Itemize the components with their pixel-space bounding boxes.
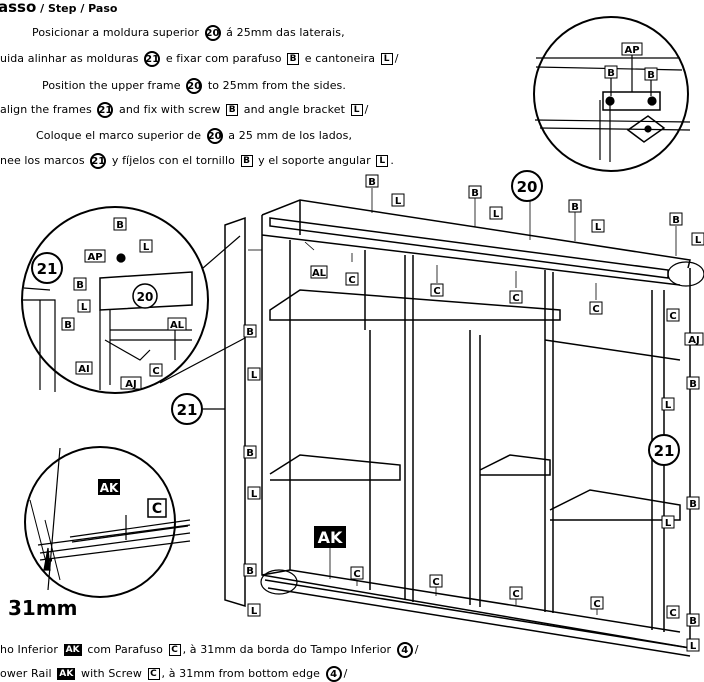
label-screw-b: B [689, 616, 697, 627]
label-frame-20: 20 [137, 290, 154, 304]
side-panel-21 [203, 216, 246, 608]
label-screw-b: B [672, 215, 680, 226]
instruction-pt-1: Posicionar a moldura superior 20 á 25mm … [32, 25, 345, 41]
label-screw-b: B [689, 499, 697, 510]
instruction-es-2: nee los marcos 21 y fíjelos con el torni… [0, 153, 394, 169]
label-screw-b: B [571, 202, 579, 213]
label-screw-c: C [669, 608, 676, 619]
label-screw-b: B [246, 566, 254, 577]
label-screw-b: B [246, 327, 254, 338]
screw-b-badge: B [226, 104, 239, 116]
label-bracket-l: L [395, 196, 402, 207]
label-bracket-l: L [595, 222, 602, 233]
bracket-l-badge: L [376, 155, 389, 167]
zoom-detail-top-right [533, 16, 691, 172]
instruction-en-2: align the frames 21 and fix with screw B… [0, 102, 369, 118]
zoom-detail-top-left [21, 206, 246, 394]
frame-21-badge: 21 [97, 102, 114, 118]
frame-20-badge: 20 [186, 78, 203, 94]
label-screw-c: C [512, 293, 519, 304]
label-screw-c: C [348, 275, 355, 286]
label-aj: AJ [125, 379, 136, 390]
label-bracket-l: L [695, 235, 702, 246]
screw-b-badge: B [287, 53, 300, 65]
label-bracket-l: L [251, 489, 258, 500]
frame-21-badge: 21 [90, 153, 107, 169]
part-4-badge: 4 [396, 642, 413, 658]
label-al: AL [170, 320, 185, 331]
instruction-en-1: Position the upper frame 20 to 25mm from… [42, 78, 346, 94]
label-bracket-l: L [143, 242, 150, 253]
instruction-en-bottom: ower Rail AK with Screw C, à 31mm from b… [0, 666, 348, 682]
label-screw-c: C [592, 304, 599, 315]
label-screw-b: B [689, 379, 697, 390]
label-screw-c: C [593, 599, 600, 610]
label-screw-c: C [433, 286, 440, 297]
rail-ak-badge: AK [57, 668, 76, 680]
instruction-es-1: Coloque el marco superior de 20 a 25 mm … [36, 128, 353, 144]
label-screw-c: C [512, 589, 519, 600]
label-frame-21: 21 [177, 401, 198, 419]
frame-20-badge: 20 [206, 128, 223, 144]
bracket-l-badge: L [350, 104, 363, 116]
label-screw-b: B [368, 177, 376, 188]
frame-21-badge: 21 [144, 51, 161, 67]
label-bracket-l: L [665, 518, 672, 529]
label-screw-b: B [76, 280, 84, 291]
zoom-detail-bottom-left [24, 446, 191, 598]
instruction-pt-bottom: ho Inferior AK com Parafuso C, à 31mm da… [0, 642, 419, 658]
step-title: asso [0, 0, 37, 16]
screw-c-badge: C [147, 668, 160, 680]
label-screw-b: B [607, 68, 615, 79]
label-ap: AP [87, 252, 102, 263]
label-frame-21: 21 [654, 442, 675, 460]
label-screw-b: B [471, 188, 479, 199]
label-frame-21: 21 [37, 260, 58, 278]
label-bracket-l: L [493, 209, 500, 220]
label-frame-20: 20 [517, 178, 538, 196]
label-bracket-l: L [81, 302, 88, 313]
label-ai: AI [78, 364, 89, 375]
label-ap: AP [624, 45, 639, 56]
screw-c-badge: C [168, 644, 181, 656]
label-al: AL [312, 268, 327, 279]
label-screw-c: C [669, 311, 676, 322]
bracket-l-badge: L [380, 53, 393, 65]
label-bracket-l: L [251, 606, 258, 617]
callout-labels: B L B L B L B L AP B B AL C C C C C AJ B… [61, 42, 704, 652]
rail-ak-badge: AK [63, 644, 82, 656]
label-aj: AJ [688, 335, 699, 346]
step-subtitle: / Step / Paso [36, 2, 118, 15]
instruction-pt-2: uida alinhar as molduras 21 e fixar com … [0, 51, 399, 67]
label-screw-c: C [353, 569, 360, 580]
label-screw-c: C [432, 577, 439, 588]
part-4-badge: 4 [325, 666, 342, 682]
label-screw-b: B [246, 448, 254, 459]
measurement-31mm: 31mm [8, 596, 78, 620]
step-header: asso / Step / Paso [0, 0, 117, 16]
wardrobe-carcass [261, 199, 691, 657]
label-screw-b: B [116, 220, 124, 231]
label-rail-ak: AK [318, 528, 343, 547]
screw-b-badge: B [240, 155, 253, 167]
label-rail-ak: AK [100, 481, 119, 495]
label-screw-c: C [152, 366, 159, 377]
frame-20-badge: 20 [204, 25, 221, 41]
label-screw-c: C [152, 501, 162, 517]
label-bracket-l: L [251, 370, 258, 381]
label-bracket-l: L [690, 641, 697, 652]
label-screw-b: B [647, 70, 655, 81]
label-screw-b: B [64, 320, 72, 331]
label-bracket-l: L [665, 400, 672, 411]
